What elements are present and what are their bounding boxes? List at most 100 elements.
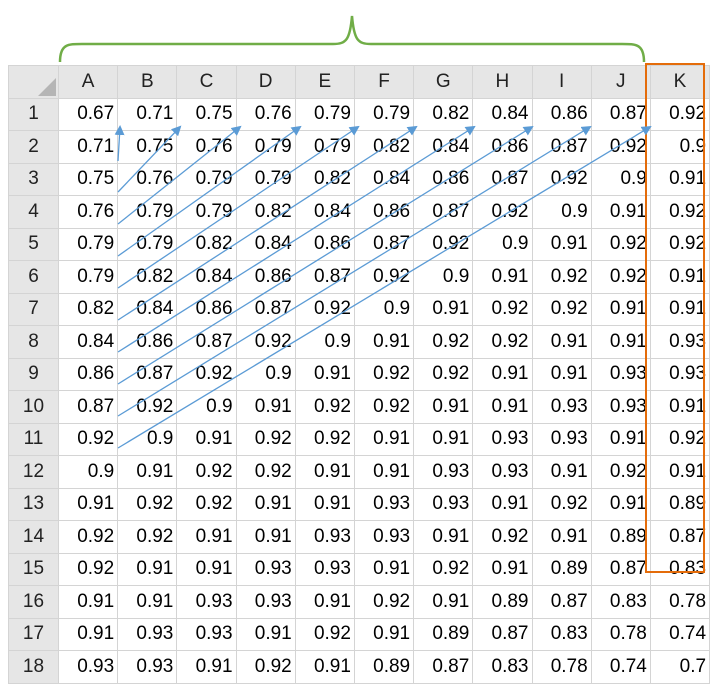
row-header[interactable]: 13 — [8, 487, 59, 521]
cell-a12[interactable]: 0.9 — [57, 455, 119, 489]
row-header[interactable]: 5 — [8, 227, 59, 261]
cell-e11[interactable]: 0.92 — [294, 422, 355, 456]
cell-h17[interactable]: 0.87 — [472, 617, 533, 651]
cell-e5[interactable]: 0.86 — [294, 227, 355, 261]
cell-k11[interactable]: 0.92 — [649, 422, 711, 456]
cell-g14[interactable]: 0.91 — [413, 520, 474, 554]
cell-b12[interactable]: 0.91 — [117, 455, 178, 489]
cell-f9[interactable]: 0.92 — [353, 357, 415, 391]
cell-g13[interactable]: 0.93 — [413, 487, 474, 521]
column-header-f[interactable]: F — [353, 65, 415, 99]
row-header[interactable]: 10 — [8, 390, 59, 424]
cell-d11[interactable]: 0.92 — [235, 422, 296, 456]
row-header[interactable]: 7 — [8, 292, 59, 326]
cell-g10[interactable]: 0.91 — [413, 390, 474, 424]
cell-a15[interactable]: 0.92 — [57, 552, 119, 586]
column-header-j[interactable]: J — [590, 65, 651, 99]
cell-b1[interactable]: 0.71 — [117, 97, 178, 131]
cell-i14[interactable]: 0.91 — [531, 520, 592, 554]
cell-j8[interactable]: 0.91 — [590, 325, 651, 359]
cell-f8[interactable]: 0.91 — [353, 325, 415, 359]
cell-e7[interactable]: 0.92 — [294, 292, 355, 326]
cell-j3[interactable]: 0.9 — [590, 162, 651, 196]
cell-d15[interactable]: 0.93 — [235, 552, 296, 586]
cell-i18[interactable]: 0.78 — [531, 650, 592, 684]
cell-c10[interactable]: 0.9 — [176, 390, 237, 424]
cell-d17[interactable]: 0.91 — [235, 617, 296, 651]
column-header-b[interactable]: B — [117, 65, 178, 99]
cell-c6[interactable]: 0.84 — [176, 260, 237, 294]
cell-d4[interactable]: 0.82 — [235, 195, 296, 229]
cell-j9[interactable]: 0.93 — [590, 357, 651, 391]
cell-g2[interactable]: 0.84 — [413, 130, 474, 164]
cell-j16[interactable]: 0.83 — [590, 585, 651, 619]
cell-j7[interactable]: 0.91 — [590, 292, 651, 326]
cell-j12[interactable]: 0.92 — [590, 455, 651, 489]
cell-f7[interactable]: 0.9 — [353, 292, 415, 326]
cell-k15[interactable]: 0.83 — [649, 552, 711, 586]
cell-d7[interactable]: 0.87 — [235, 292, 296, 326]
cell-f18[interactable]: 0.89 — [353, 650, 415, 684]
cell-b11[interactable]: 0.9 — [117, 422, 178, 456]
cell-h15[interactable]: 0.91 — [472, 552, 533, 586]
cell-k8[interactable]: 0.93 — [649, 325, 711, 359]
cell-b4[interactable]: 0.79 — [117, 195, 178, 229]
row-header[interactable]: 9 — [8, 357, 59, 391]
cell-h2[interactable]: 0.86 — [472, 130, 533, 164]
cell-c8[interactable]: 0.87 — [176, 325, 237, 359]
cell-i3[interactable]: 0.92 — [531, 162, 592, 196]
cell-e1[interactable]: 0.79 — [294, 97, 355, 131]
row-header[interactable]: 12 — [8, 455, 59, 489]
cell-a2[interactable]: 0.71 — [57, 130, 119, 164]
cell-k5[interactable]: 0.92 — [649, 227, 711, 261]
cell-c5[interactable]: 0.82 — [176, 227, 237, 261]
cell-h7[interactable]: 0.92 — [472, 292, 533, 326]
row-header[interactable]: 4 — [8, 195, 59, 229]
cell-e12[interactable]: 0.91 — [294, 455, 355, 489]
cell-i15[interactable]: 0.89 — [531, 552, 592, 586]
cell-b3[interactable]: 0.76 — [117, 162, 178, 196]
cell-k17[interactable]: 0.74 — [649, 617, 711, 651]
cell-b13[interactable]: 0.92 — [117, 487, 178, 521]
cell-j6[interactable]: 0.92 — [590, 260, 651, 294]
cell-k3[interactable]: 0.91 — [649, 162, 711, 196]
cell-c17[interactable]: 0.93 — [176, 617, 237, 651]
cell-c18[interactable]: 0.91 — [176, 650, 237, 684]
cell-f5[interactable]: 0.87 — [353, 227, 415, 261]
cell-d10[interactable]: 0.91 — [235, 390, 296, 424]
cell-i13[interactable]: 0.92 — [531, 487, 592, 521]
cell-c1[interactable]: 0.75 — [176, 97, 237, 131]
cell-d12[interactable]: 0.92 — [235, 455, 296, 489]
row-header[interactable]: 6 — [8, 260, 59, 294]
cell-b5[interactable]: 0.79 — [117, 227, 178, 261]
cell-h6[interactable]: 0.91 — [472, 260, 533, 294]
cell-i16[interactable]: 0.87 — [531, 585, 592, 619]
cell-d8[interactable]: 0.92 — [235, 325, 296, 359]
cell-i6[interactable]: 0.92 — [531, 260, 592, 294]
cell-d14[interactable]: 0.91 — [235, 520, 296, 554]
cell-f17[interactable]: 0.91 — [353, 617, 415, 651]
cell-k9[interactable]: 0.93 — [649, 357, 711, 391]
cell-e8[interactable]: 0.9 — [294, 325, 355, 359]
cell-j1[interactable]: 0.87 — [590, 97, 651, 131]
cell-i10[interactable]: 0.93 — [531, 390, 592, 424]
cell-f10[interactable]: 0.92 — [353, 390, 415, 424]
cell-h1[interactable]: 0.84 — [472, 97, 533, 131]
cell-j13[interactable]: 0.91 — [590, 487, 651, 521]
cell-g16[interactable]: 0.91 — [413, 585, 474, 619]
cell-k12[interactable]: 0.91 — [649, 455, 711, 489]
cell-c16[interactable]: 0.93 — [176, 585, 237, 619]
cell-c9[interactable]: 0.92 — [176, 357, 237, 391]
cell-b9[interactable]: 0.87 — [117, 357, 178, 391]
column-header-d[interactable]: D — [235, 65, 296, 99]
cell-e14[interactable]: 0.93 — [294, 520, 355, 554]
cell-a11[interactable]: 0.92 — [57, 422, 119, 456]
cell-c2[interactable]: 0.76 — [176, 130, 237, 164]
cell-i8[interactable]: 0.91 — [531, 325, 592, 359]
cell-h4[interactable]: 0.92 — [472, 195, 533, 229]
cell-f13[interactable]: 0.93 — [353, 487, 415, 521]
cell-c3[interactable]: 0.79 — [176, 162, 237, 196]
cell-a13[interactable]: 0.91 — [57, 487, 119, 521]
cell-e2[interactable]: 0.79 — [294, 130, 355, 164]
